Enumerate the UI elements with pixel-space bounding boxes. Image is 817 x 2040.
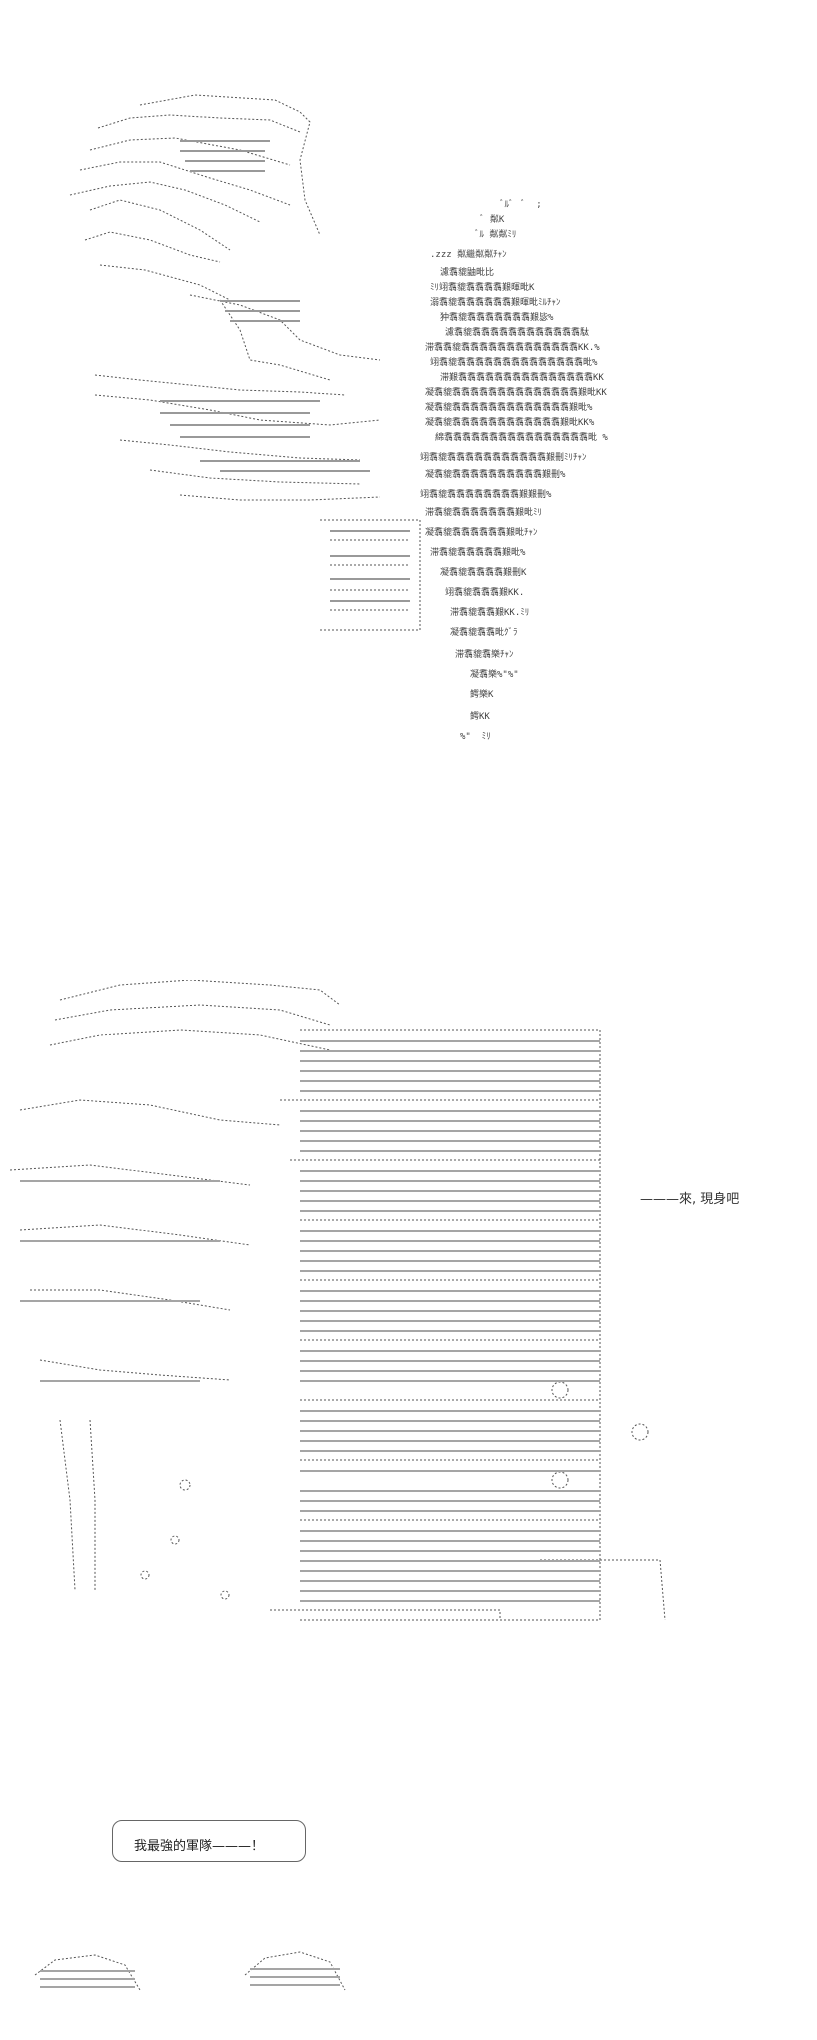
flame-row: 翊翥貔翥翥翥翥翥翥翥翥翥翥翥翥翥翥毗% [430,358,598,368]
flame-row: 滞艱翥翥翥翥翥翥翥翥翥翥翥翥翥翥翥KK [440,373,604,383]
flame-row: 滞翥貔翥翥艱KK.ﾐﾘ [450,608,530,618]
flame-row: 翊翥貔翥翥翥艱KK. [445,588,525,598]
flame-row: 凝翥貔翥翥翥翥翥翥翥翥翥翥翥翥翥翥艱毗KK [425,388,607,398]
flame-row: 滞翥貔翥翥翥翥翥艱毗% [430,548,526,558]
flame-row: 濾翥貔翥翥翥翥翥翥翥翥翥翥翥翥駄 [445,328,590,338]
flame-row: 滞翥貔翥翥翥翥翥翥翥艱毗ﾐﾘ [425,508,543,518]
flame-row: 凝翥貔翥翥翥翥艱刪K [440,568,527,578]
flame-row: 凝翥貔翥翥翥翥翥翥艱毗ﾁｬﾝ [425,528,538,538]
flame-row: 滞翥貔翥樂ﾁｬﾝ [455,650,514,660]
flame-row: ﾞﾙ 粼粼ﾐﾘ [475,230,517,240]
flame-row: 狆翥貔翥翥翥翥翥翥翥艱毖% [440,313,554,323]
dragon-panel-art [69,94,421,631]
flame-row: 鳄樂K [470,690,494,700]
speech-bubble [112,1820,306,1862]
flame-row: 濾翥貔鼬毗比 [440,268,495,278]
flame-row: 凝翥貔翥翥翥翥翥翥翥翥翥翥翥翥翥艱毗% [425,403,593,413]
ending-panel-art [34,1951,346,1991]
flame-row: 溺翥貔翥翥翥翥翥翥艱暉毗ﾐﾙﾁｬﾝ [430,298,561,308]
flame-row: .zzz 粼繼粼粼ﾁｬﾝ [430,250,507,260]
flame-row: 凝翥貔翥翥毗ｸﾞﾗ [450,628,518,638]
flame-row: 凝翥樂%"%" [470,670,519,680]
army-panel-art [9,980,666,1621]
flame-row: 鳄KK [470,712,490,722]
flame-row: ﾞﾙﾞ ﾞ ; [500,200,542,210]
flame-row: ﾐﾘ翊翥貔翥翥翥翥艱暉毗K [430,283,535,293]
flame-row: 綿翥翥翥翥翥翥翥翥翥翥翥翥翥翥翥翥毗 % [435,433,608,443]
flame-row: 滞翥翥貔翥翥翥翥翥翥翥翥翥翥翥翥翥KK.% [425,343,600,353]
dialog-text: ———來, 現身吧 [640,1192,740,1207]
speech-text: 我最強的軍隊———！ [134,1839,265,1854]
flame-row: %" ﾐﾘ [460,732,491,742]
flame-row: ﾞ 粼K [480,215,505,225]
flame-row: 翊翥貔翥翥翥翥翥翥翥翥艱艱刪% [420,490,552,500]
flame-row: 凝翥貔翥翥翥翥翥翥翥翥翥翥艱刪% [425,470,566,480]
flame-row: 翊翥貔翥翥翥翥翥翥翥翥翥翥翥艱刪ﾐﾘﾁｬﾝ [420,453,587,463]
flame-row: 凝翥貔翥翥翥翥翥翥翥翥翥翥翥翥艱毗KK% [425,418,595,428]
